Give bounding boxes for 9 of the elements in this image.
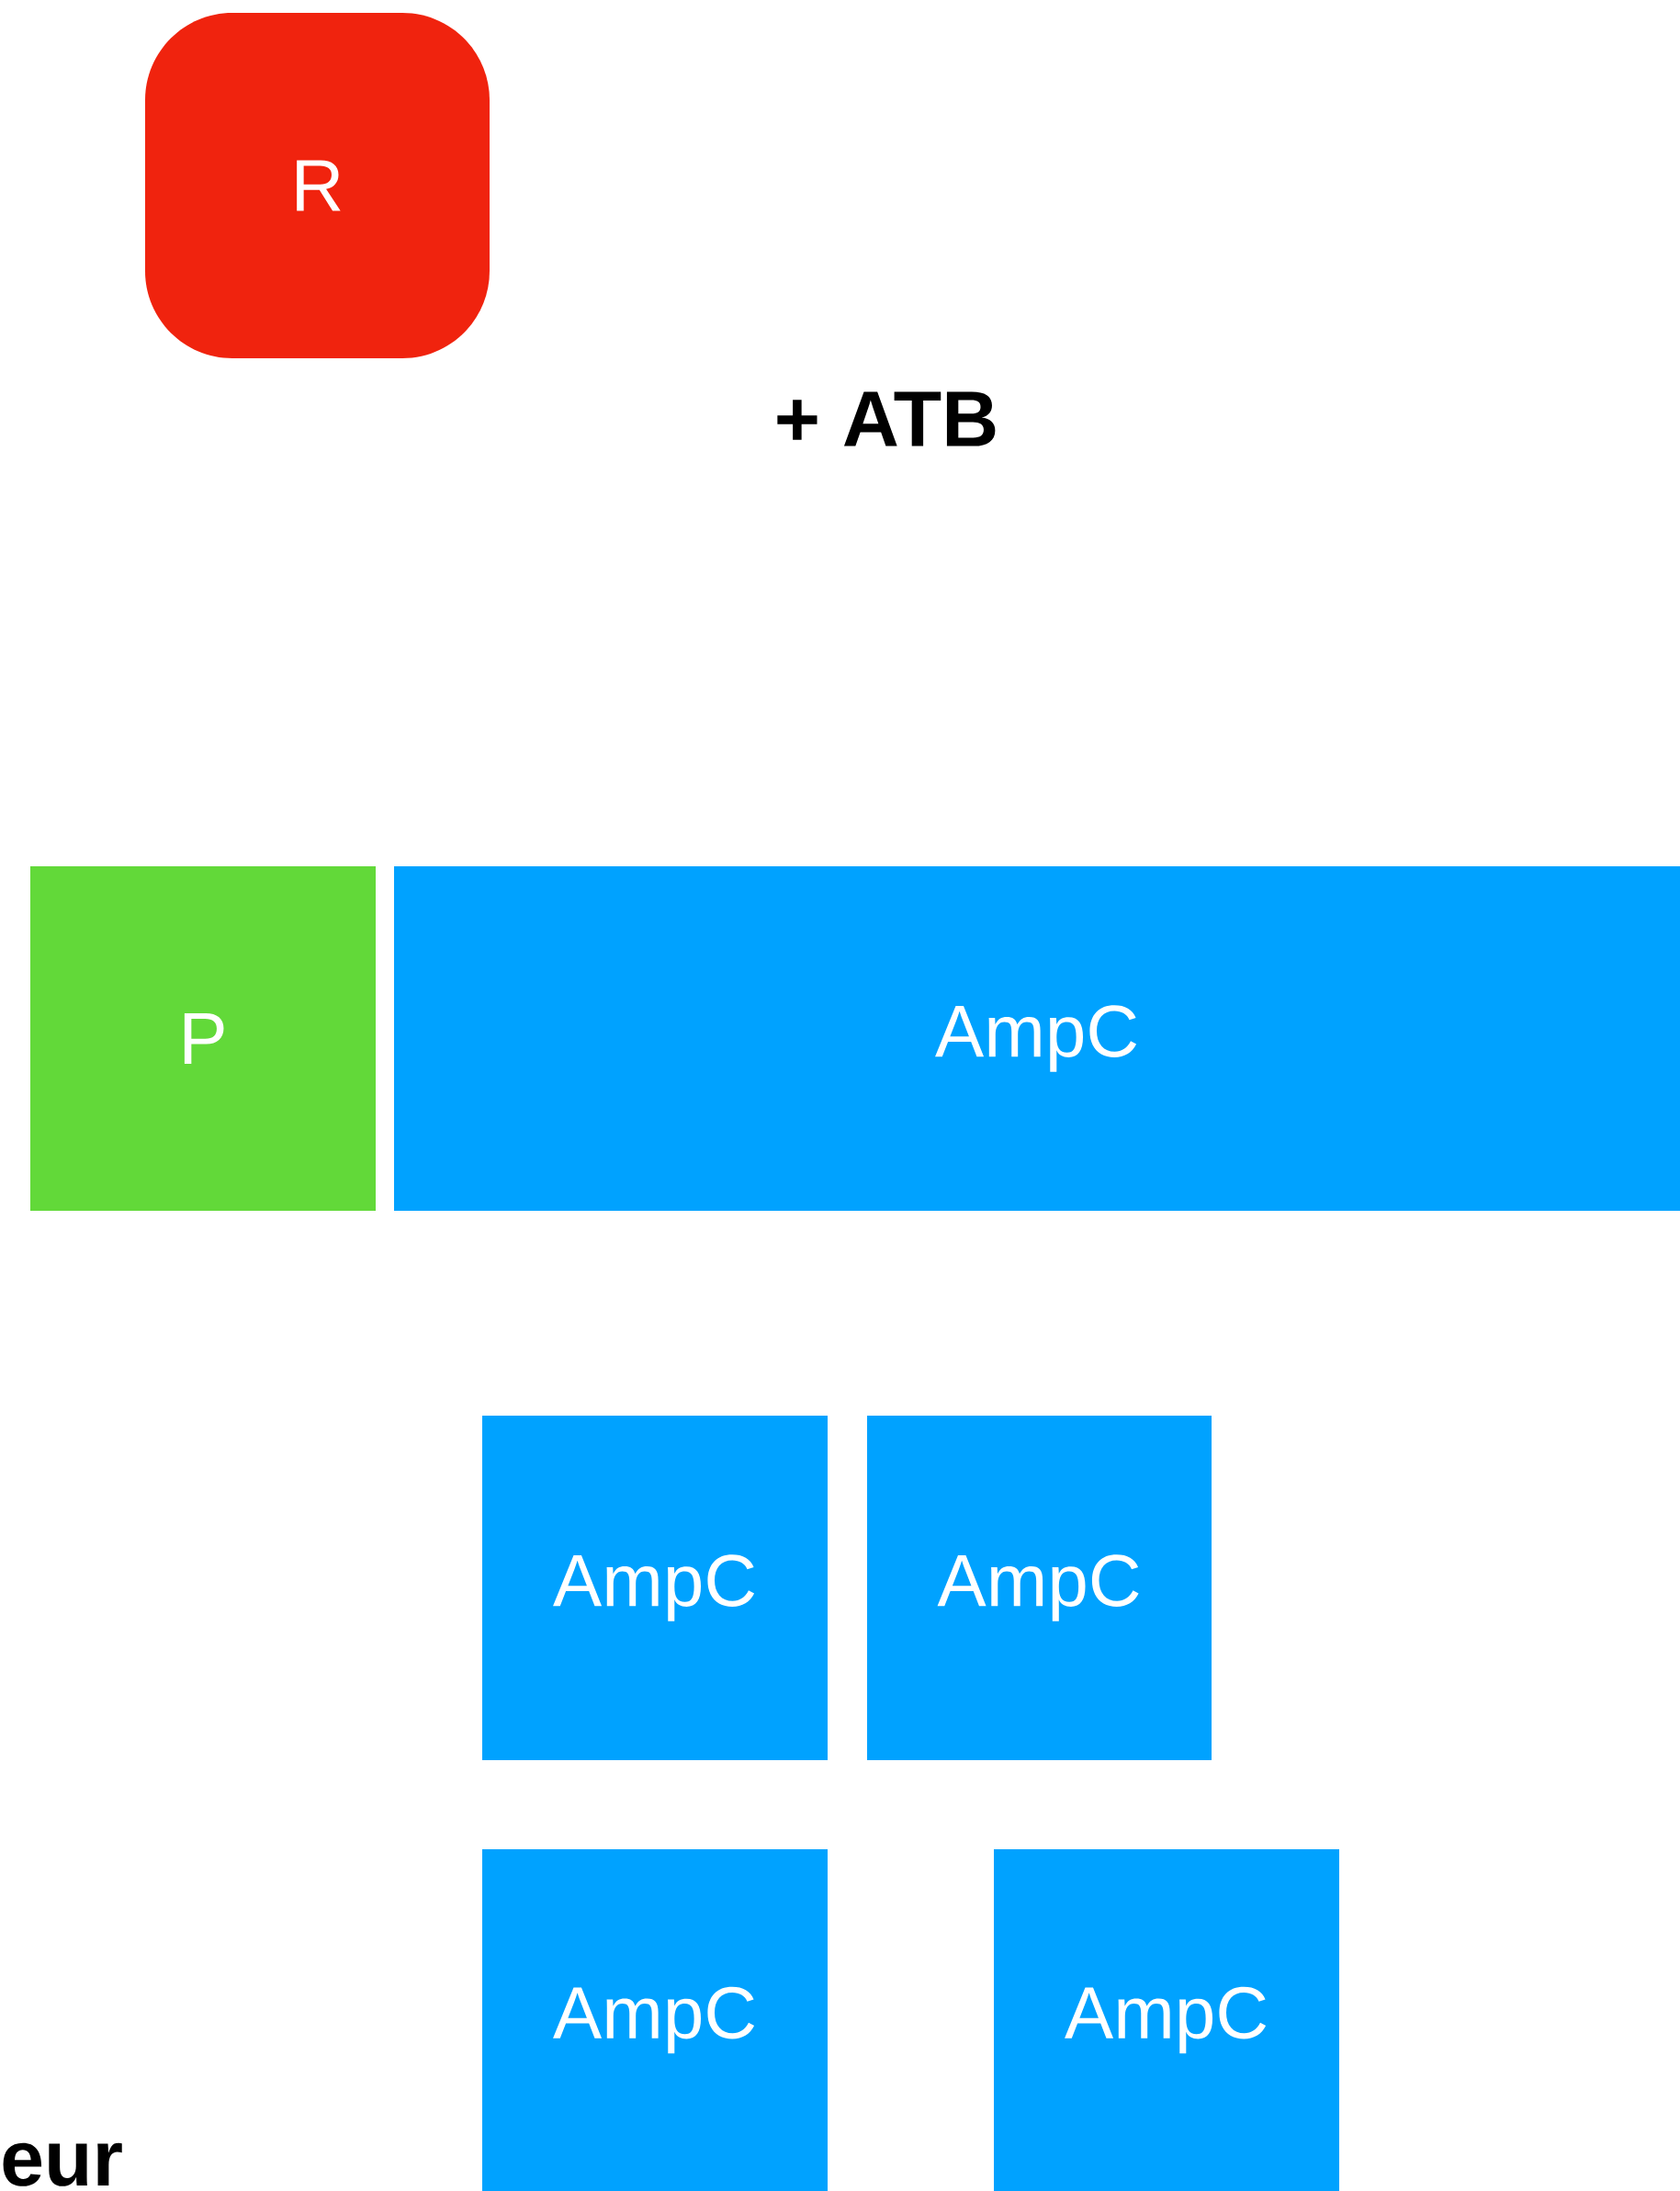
protein-box: AmpC: [994, 1849, 1339, 2191]
gene-box: AmpC: [394, 866, 1680, 1211]
protein-box: AmpC: [482, 1849, 828, 2191]
cut-label: eur: [3, 2142, 122, 2186]
promoter-box: P: [30, 866, 376, 1211]
protein-box: AmpC: [867, 1416, 1212, 1760]
repressor-blob: R: [145, 13, 490, 358]
protein-box: AmpC: [482, 1416, 828, 1760]
treatment-label: + ATB: [777, 391, 996, 446]
